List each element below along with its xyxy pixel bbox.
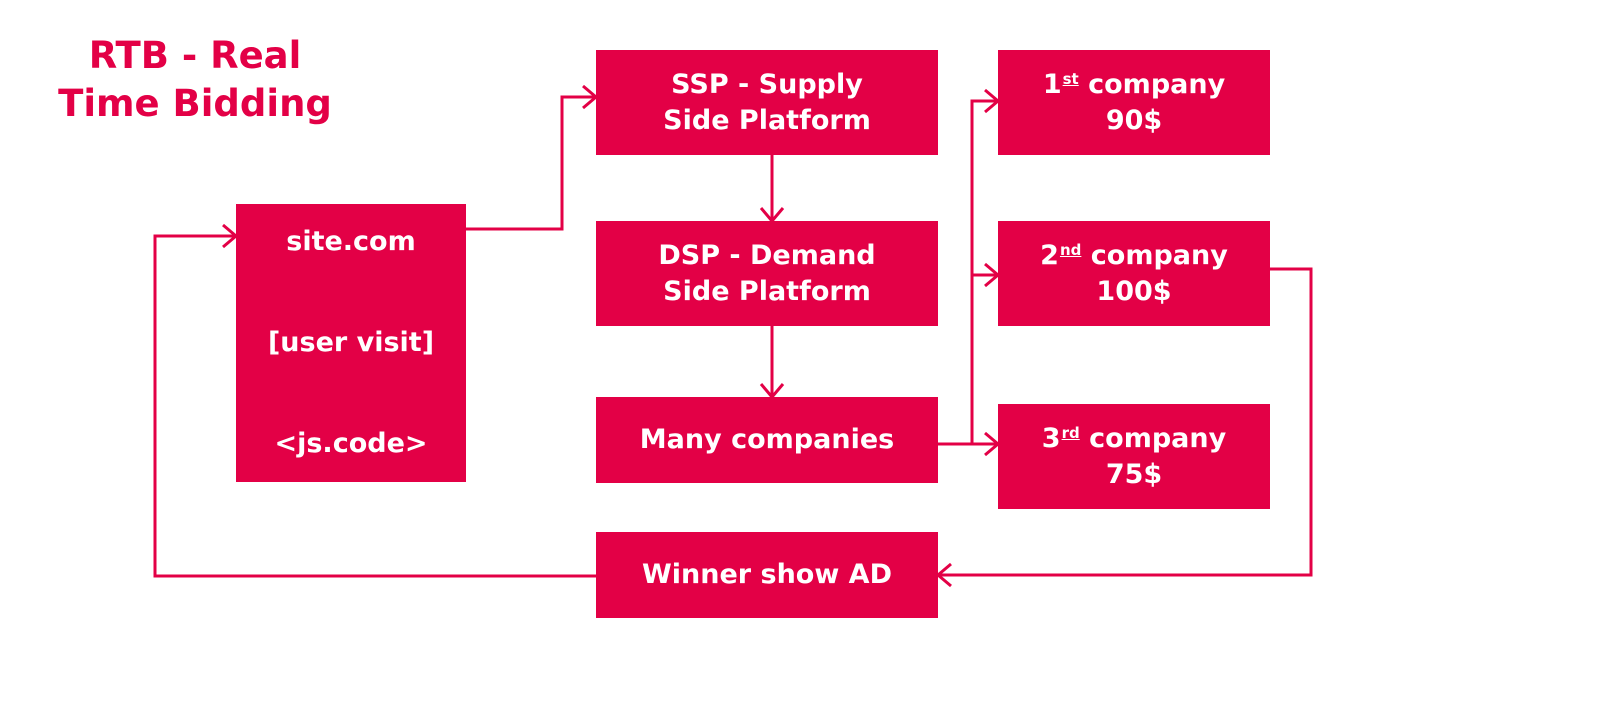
site-domain: site.com — [286, 226, 416, 257]
ssp-line-2: Side Platform — [663, 104, 871, 136]
edge-many-branch-trunk — [970, 99, 998, 444]
company-2-suffix: nd — [1059, 240, 1082, 259]
edge-company-2-to-winner — [938, 267, 1313, 577]
many-companies-label: Many companies — [639, 424, 895, 455]
node-company-3: 3rd company 75$ — [998, 404, 1270, 509]
edge-winner-to-site — [153, 234, 596, 578]
dsp-line-1: DSP - Demand — [658, 239, 876, 271]
ssp-line-1: SSP - Supply — [671, 68, 863, 100]
edge-site-to-ssp — [466, 95, 596, 231]
site-user-visit: [user visit] — [267, 327, 435, 358]
company-3-suffix: rd — [1061, 423, 1080, 442]
node-winner: Winner show AD — [596, 532, 938, 618]
node-dsp: DSP - Demand Side Platform — [596, 221, 938, 326]
node-company-1: 1st company 90$ — [998, 50, 1270, 155]
company-1-rank: 1 — [1042, 68, 1062, 100]
company-1-suffix: st — [1062, 69, 1079, 88]
company-3-title: 3rd company — [1042, 421, 1226, 457]
diagram-title: RTB - Real Time Bidding — [40, 32, 350, 128]
company-3-bid: 75$ — [1105, 458, 1163, 490]
node-company-2: 2nd company 100$ — [998, 221, 1270, 326]
site-js-code: <js.code> — [274, 428, 428, 459]
company-2-bid: 100$ — [1096, 275, 1172, 307]
company-3-rank: 3 — [1041, 422, 1061, 454]
node-ssp: SSP - Supply Side Platform — [596, 50, 938, 155]
company-2-rank: 2 — [1040, 239, 1059, 271]
node-site: site.com [user visit] <js.code> — [236, 204, 466, 482]
title-line-2: Time Bidding — [58, 82, 332, 125]
company-1-bid: 90$ — [1105, 104, 1163, 136]
company-1-title: 1st company — [1043, 67, 1225, 103]
winner-label: Winner show AD — [641, 559, 892, 590]
company-2-title: 2nd company — [1040, 238, 1228, 274]
node-many-companies: Many companies — [596, 397, 938, 483]
arrowhead-winner — [935, 562, 952, 588]
company-3-label: company — [1089, 422, 1227, 454]
company-1-label: company — [1088, 68, 1226, 100]
company-2-label: company — [1090, 239, 1228, 271]
title-line-1: RTB - Real — [88, 34, 302, 77]
dsp-line-2: Side Platform — [663, 275, 871, 307]
